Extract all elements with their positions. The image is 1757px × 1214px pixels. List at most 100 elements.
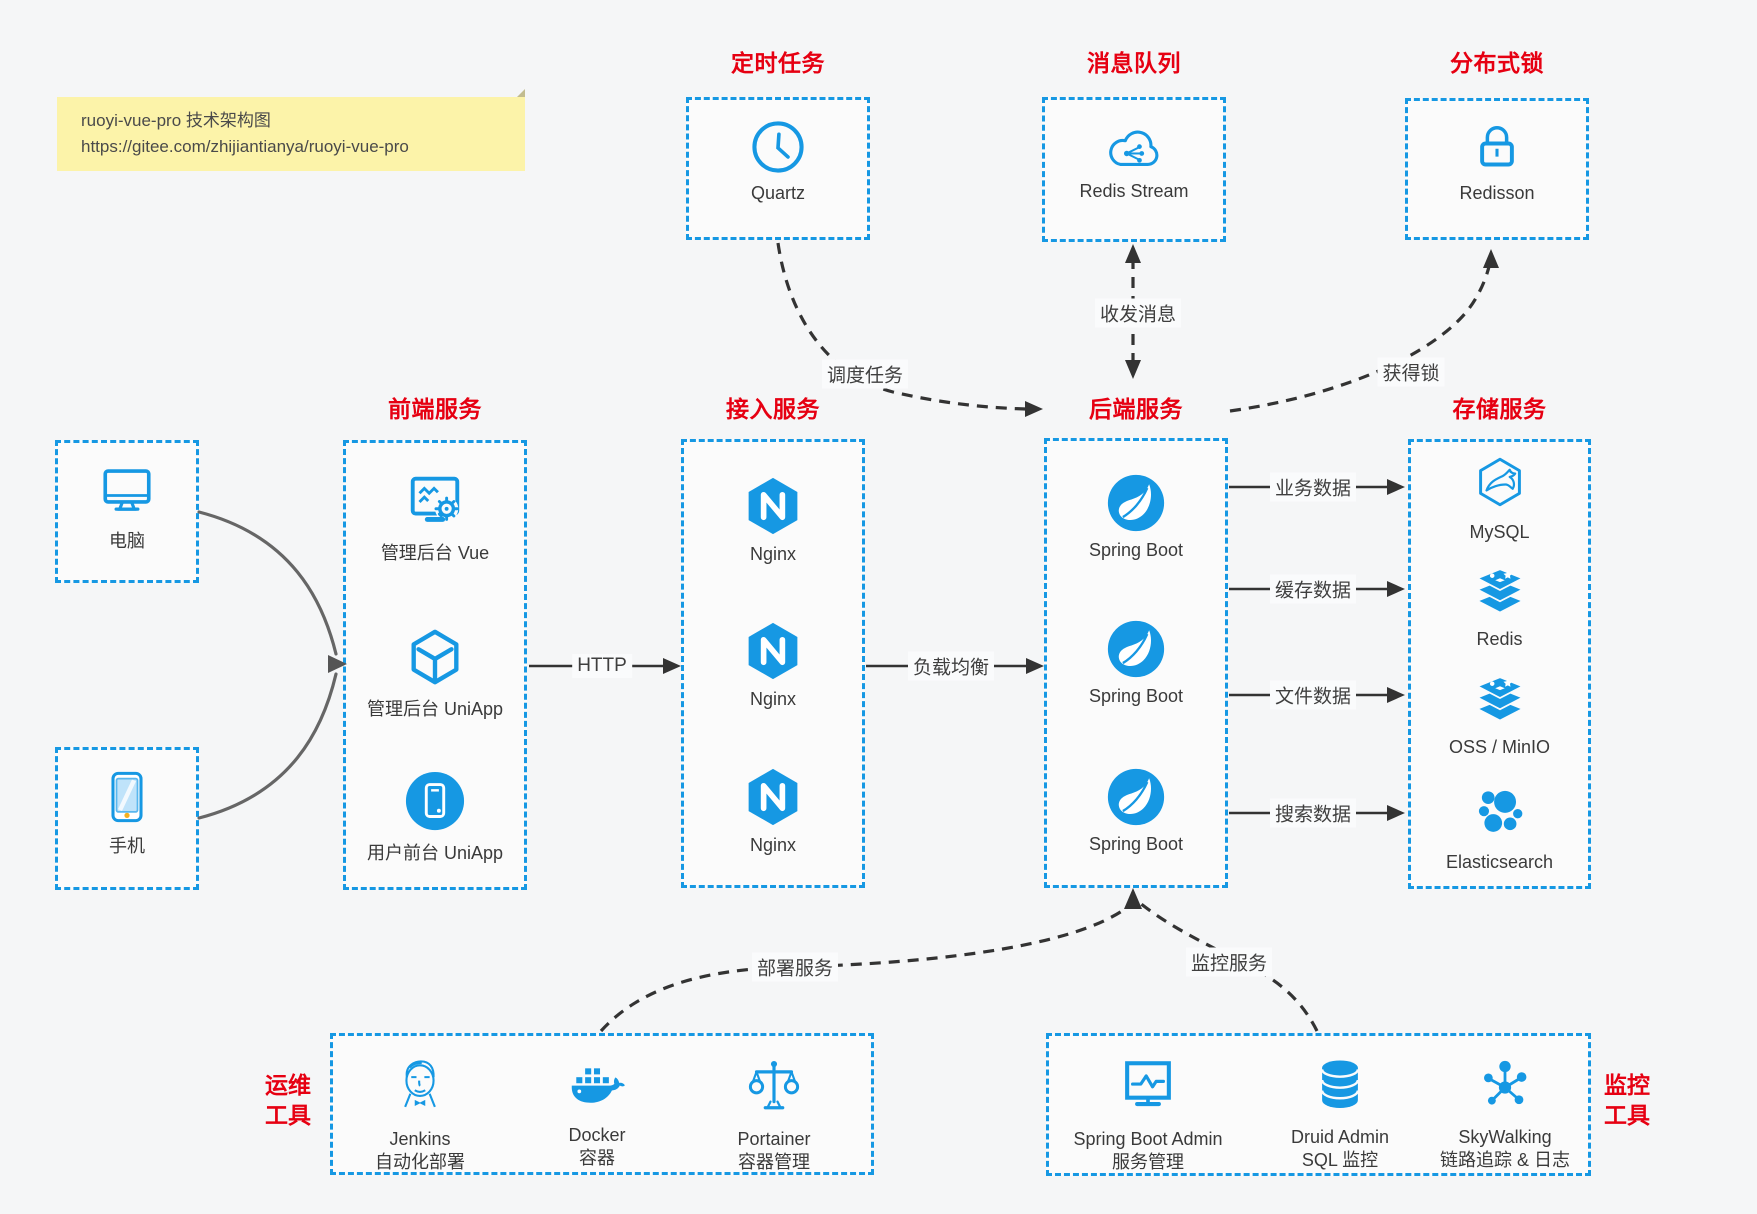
node-label: Spring Boot Admin 服务管理 — [1073, 1129, 1223, 1172]
node-label: Elasticsearch — [1445, 852, 1554, 872]
node-label: Docker 容器 — [568, 1125, 626, 1168]
file-data-label: 文件数据 — [1269, 680, 1357, 710]
lock-title: 分布式锁 — [1450, 50, 1544, 76]
scheduler-title: 定时任务 — [731, 50, 825, 76]
node-label: Redis — [1476, 629, 1523, 649]
node-label: 管理后台 UniApp — [366, 699, 504, 719]
deploy-label: 部署服务 — [751, 952, 839, 982]
load-balance-label: 负载均衡 — [907, 651, 995, 681]
node-label: 电脑 — [109, 531, 145, 551]
spring-boot-icon — [1107, 474, 1165, 532]
docker-node: Docker 容器 — [497, 1056, 697, 1170]
node-label: Spring Boot — [1088, 686, 1184, 706]
portainer-icon — [748, 1060, 800, 1110]
skywalking-node: SkyWalking 链路追踪 & 日志 — [1400, 1056, 1610, 1172]
node-label: Portainer 容器管理 — [737, 1129, 811, 1172]
gateway-title: 接入服务 — [726, 396, 820, 422]
elasticsearch-icon — [1478, 790, 1522, 832]
nginx-node-1: Nginx — [681, 475, 865, 565]
client-arrows — [197, 510, 338, 820]
pc-box — [55, 440, 199, 583]
business-data-label: 业务数据 — [1269, 472, 1357, 502]
skywalking-icon — [1484, 1060, 1527, 1105]
spring-boot-node-3: Spring Boot — [1044, 767, 1228, 855]
node-label: Druid Admin SQL 监控 — [1290, 1127, 1390, 1170]
storage-box — [1408, 439, 1591, 889]
lock-icon — [1480, 126, 1514, 167]
pc-node: 电脑 — [55, 462, 199, 553]
nginx-node-3: Nginx — [681, 766, 865, 856]
messaging-label: 收发消息 — [1094, 298, 1182, 328]
clock-icon — [752, 121, 804, 173]
note-url: https://gitee.com/zhijiantianya/ruoyi-vu… — [81, 137, 409, 156]
admin-uniapp-node: 管理后台 UniApp — [343, 626, 527, 721]
node-label: OSS / MinIO — [1448, 737, 1551, 757]
smartphone-icon — [111, 771, 143, 823]
monitoring-side-label: 监控 工具 — [1604, 1072, 1650, 1128]
monitor-label: 监控服务 — [1185, 947, 1273, 977]
redis-node: Redis — [1408, 564, 1591, 650]
scheduler-box — [686, 97, 870, 240]
node-label: SkyWalking 链路追踪 & 日志 — [1439, 1127, 1570, 1170]
redisson-node: Redisson — [1405, 118, 1589, 204]
node-label: Redis Stream — [1079, 181, 1189, 201]
cube-icon — [411, 629, 459, 685]
node-label: Spring Boot — [1088, 540, 1184, 560]
storage-arrowheads — [1387, 479, 1405, 821]
storage-title: 存储服务 — [1452, 396, 1547, 422]
node-label: Quartz — [750, 183, 806, 203]
ops-box — [330, 1033, 874, 1175]
storage-arrows — [1229, 485, 1388, 815]
database-icon — [1320, 1060, 1360, 1108]
monitor-chart-icon — [1125, 1061, 1171, 1107]
spring-boot-icon — [1107, 768, 1165, 826]
node-label: Spring Boot — [1088, 834, 1184, 854]
mq-title: 消息队列 — [1087, 50, 1181, 76]
node-label: Nginx — [749, 835, 797, 855]
redis-icon — [1474, 568, 1525, 614]
mobile-app-icon — [405, 771, 465, 831]
nginx-node-2: Nginx — [681, 620, 865, 710]
frontend-title: 前端服务 — [388, 396, 482, 422]
mysql-node: MySQL — [1408, 455, 1591, 543]
object-storage-icon — [1474, 676, 1525, 722]
jenkins-icon — [404, 1060, 436, 1108]
phone-node: 手机 — [55, 769, 199, 858]
user-uniapp-node: 用户前台 UniApp — [343, 770, 527, 865]
acquire-lock-label: 获得锁 — [1377, 357, 1445, 387]
node-label: MySQL — [1469, 522, 1530, 542]
nginx-icon — [748, 622, 798, 680]
dispatch-label: 调度任务 — [821, 359, 909, 389]
mq-box — [1042, 97, 1226, 242]
node-label: Nginx — [749, 544, 797, 564]
desktop-icon — [103, 469, 151, 511]
cache-data-label: 缓存数据 — [1269, 574, 1357, 604]
node-label: 管理后台 Vue — [380, 543, 490, 563]
docker-icon — [571, 1066, 625, 1103]
spring-boot-icon — [1107, 620, 1165, 678]
http-label: HTTP — [572, 654, 632, 678]
admin-vue-icon — [410, 476, 460, 522]
nginx-icon — [748, 477, 798, 535]
admin-vue-node: 管理后台 Vue — [343, 470, 527, 565]
spring-boot-node-2: Spring Boot — [1044, 619, 1228, 707]
nginx-icon — [748, 768, 798, 826]
backend-title: 后端服务 — [1089, 396, 1183, 422]
mysql-icon — [1478, 457, 1521, 507]
spring-boot-node-1: Spring Boot — [1044, 473, 1228, 561]
search-data-label: 搜索数据 — [1269, 798, 1357, 828]
acquire-lock-curve — [1229, 261, 1492, 413]
lock-box — [1405, 98, 1589, 240]
node-label: 手机 — [109, 836, 145, 856]
node-label: 用户前台 UniApp — [366, 843, 504, 863]
cloud-stream-icon — [1109, 130, 1159, 166]
portainer-node: Portainer 容器管理 — [674, 1056, 874, 1174]
jenkins-node: Jenkins 自动化部署 — [320, 1056, 520, 1174]
druid-admin-node: Druid Admin SQL 监控 — [1235, 1056, 1445, 1172]
note-title: ruoyi-vue-pro 技术架构图 — [81, 111, 271, 130]
quartz-node: Quartz — [686, 118, 870, 204]
spring-boot-admin-node: Spring Boot Admin 服务管理 — [1043, 1056, 1253, 1174]
elasticsearch-node: Elasticsearch — [1408, 785, 1591, 873]
sticky-note: ruoyi-vue-pro 技术架构图 https://gitee.com/zh… — [57, 97, 525, 171]
